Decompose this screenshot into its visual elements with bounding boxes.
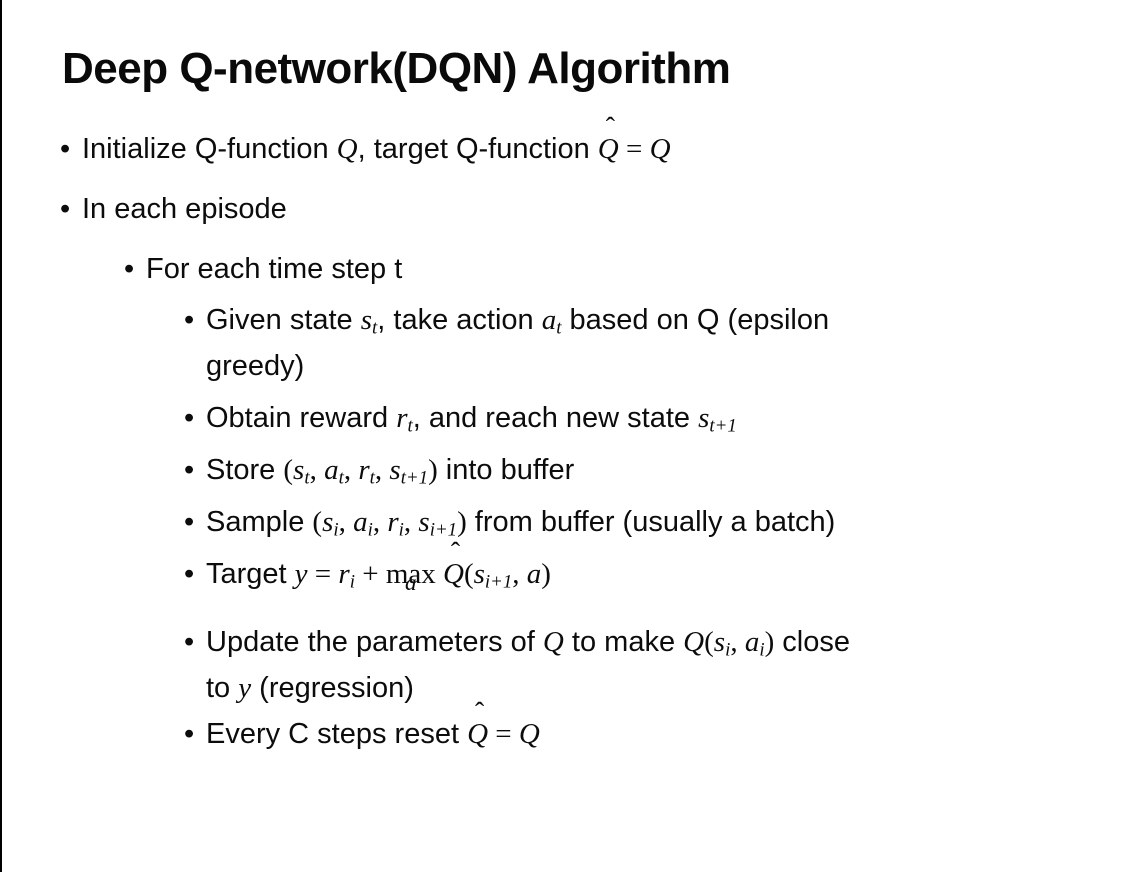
slide-title: Deep Q-network(DQN) Algorithm bbox=[62, 44, 731, 93]
bullet-marker: • bbox=[184, 626, 195, 658]
bullet-text: Store (st, at, rt, st+1) into buffer bbox=[206, 454, 575, 489]
bullet-text: Sample (si, ai, ri, si+1) from buffer (u… bbox=[206, 506, 836, 541]
bullet-update-parameters: • Update the parameters of Q to make Q(s… bbox=[2, 619, 1124, 711]
bullet-text: Update the parameters of Q to make Q(si,… bbox=[206, 626, 851, 704]
bullet-list: • Initialize Q-function Q, target Q-func… bbox=[2, 111, 1124, 757]
bullet-marker: • bbox=[184, 506, 195, 538]
bullet-initialize-q-function: • Initialize Q-function Q, target Q-func… bbox=[2, 111, 1124, 172]
bullet-text: Given state st, take action at based on … bbox=[206, 304, 830, 382]
bullet-marker: • bbox=[184, 402, 195, 434]
bullet-marker: • bbox=[184, 558, 195, 590]
bullet-marker: • bbox=[60, 193, 71, 225]
bullet-text: Initialize Q-function Q, target Q-functi… bbox=[82, 111, 1124, 172]
bullet-given-state: • Given state st, take action at based o… bbox=[2, 297, 1124, 389]
bullet-marker: • bbox=[184, 304, 195, 336]
bullet-marker: • bbox=[184, 718, 195, 750]
bullet-text: For each time step t bbox=[146, 253, 403, 285]
bullet-obtain-reward: • Obtain reward rt, and reach new state … bbox=[2, 395, 1124, 441]
bullet-marker: • bbox=[124, 253, 135, 285]
bullet-text: Obtain reward rt, and reach new state st… bbox=[206, 402, 737, 437]
bullet-sample-buffer: • Sample (si, ai, ri, si+1) from buffer … bbox=[2, 499, 1124, 545]
bullet-in-each-episode: • In each episode bbox=[2, 186, 1124, 232]
bullet-store-buffer: • Store (st, at, rt, st+1) into buffer bbox=[2, 447, 1124, 493]
bullet-for-each-time-step: • For each time step t bbox=[2, 246, 1124, 292]
bullet-text: In each episode bbox=[82, 193, 287, 225]
bullet-marker: • bbox=[60, 133, 71, 165]
bullet-marker: • bbox=[184, 454, 195, 486]
